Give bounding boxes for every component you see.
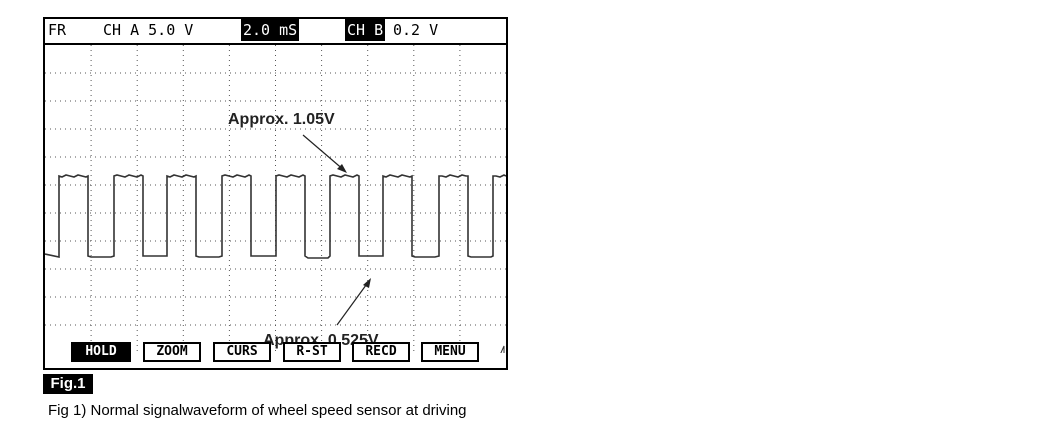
waveform-plot: Approx. 1.05V Approx. 0.525V	[45, 45, 506, 353]
high-level-arrowhead	[337, 164, 347, 173]
reset-button[interactable]: R-ST	[283, 342, 341, 362]
hold-button[interactable]: HOLD	[71, 342, 131, 362]
trigger-marker-icon	[500, 345, 505, 353]
status-bar: FR CH A 5.0 V 2.0 mS CH B 0.2 V	[45, 19, 506, 45]
figure-caption: Fig 1) Normal signalwaveform of wheel sp…	[48, 402, 467, 419]
channel-b-scale: 0.2 V	[393, 21, 439, 39]
high-level-arrow	[302, 134, 346, 172]
softkey-bar: HOLD ZOOM CURS R-ST RECD MENU	[45, 339, 506, 368]
cursor-button[interactable]: CURS	[213, 342, 271, 362]
menu-button[interactable]: MENU	[421, 342, 479, 362]
high-level-annotation: Approx. 1.05V	[228, 111, 335, 128]
figure-label: Fig.1	[43, 374, 93, 394]
oscilloscope-screen: FR CH A 5.0 V 2.0 mS CH B 0.2 V Approx. …	[43, 17, 508, 370]
timebase-value[interactable]: 2.0 mS	[241, 19, 300, 41]
low-level-arrowhead	[363, 278, 371, 288]
low-level-arrow	[336, 280, 370, 326]
mode-indicator: FR	[48, 21, 67, 39]
record-button[interactable]: RECD	[352, 342, 410, 362]
channel-b-tag[interactable]: CH B	[345, 19, 386, 41]
zoom-button[interactable]: ZOOM	[143, 342, 201, 362]
waveform-trace	[45, 174, 506, 259]
channel-a-scale: CH A 5.0 V	[103, 21, 194, 39]
